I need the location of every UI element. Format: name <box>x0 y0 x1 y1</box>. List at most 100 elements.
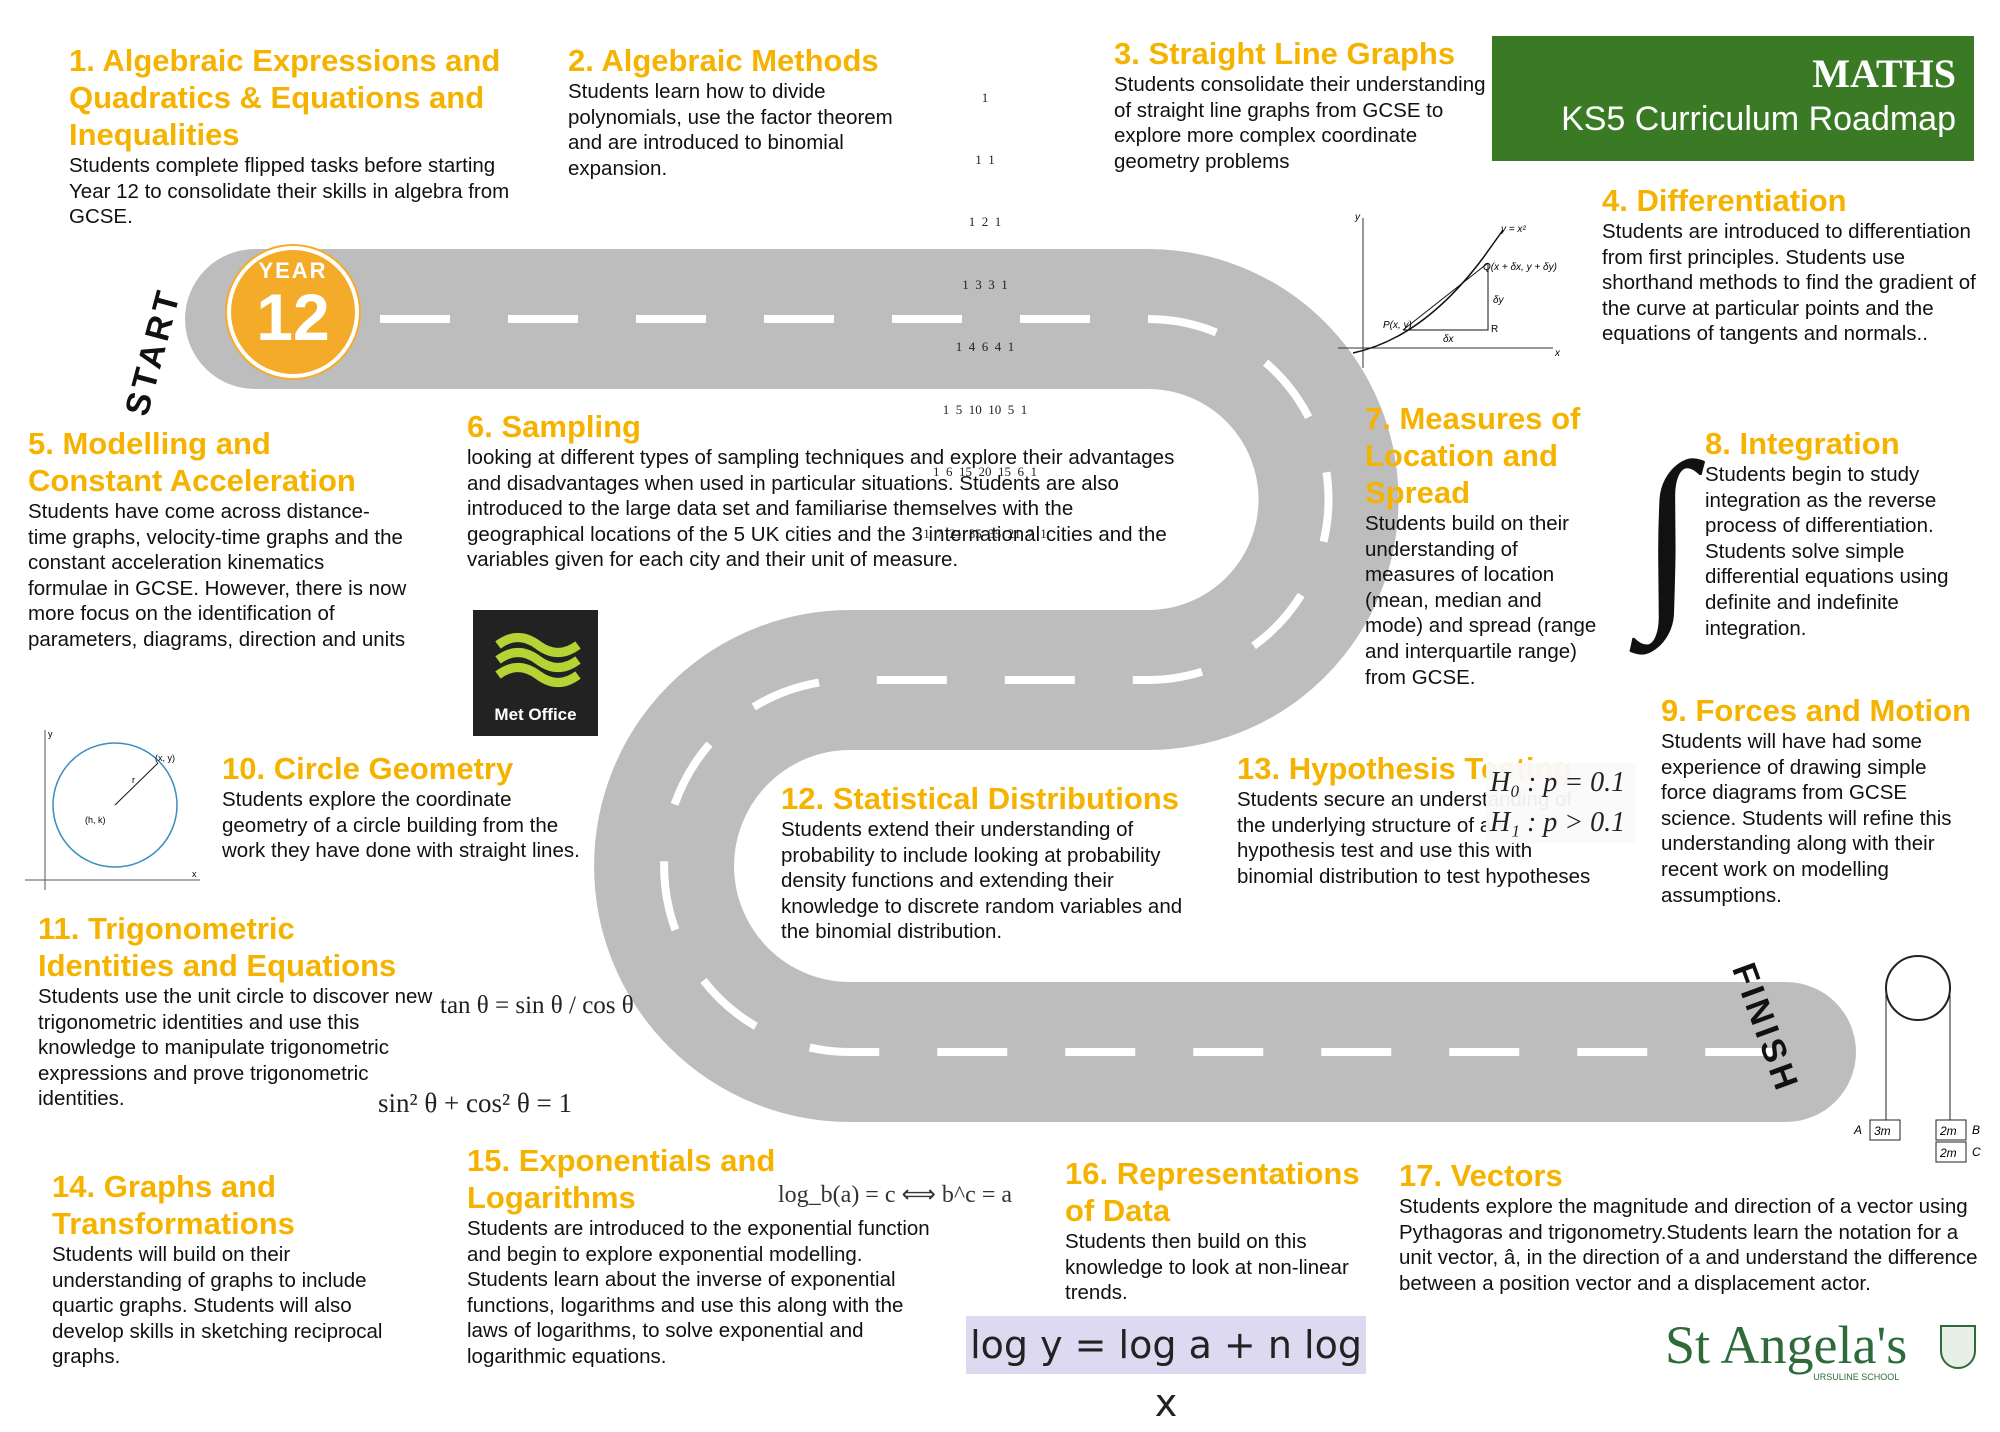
null-hypothesis: H₀ : p = 0.1 <box>1490 767 1626 798</box>
topic-title: 11. Trigonometric Identities and Equatio… <box>38 911 397 983</box>
curve-label: y = x² <box>1500 224 1526 235</box>
topic-1: 1. Algebraic Expressions and Quadratics … <box>69 42 519 230</box>
topic-6: 6. Sampling looking at different types o… <box>467 408 1187 573</box>
topic-body: Students learn how to divide polynomials… <box>568 80 893 180</box>
pulley-diagram: 3m 2m 2m A B C <box>1853 955 1981 1163</box>
school-crest-icon <box>1940 1325 1976 1369</box>
topic-title: 7. Measures of Location and Spread <box>1365 401 1581 510</box>
topic-body: Students extend their understanding of p… <box>781 818 1183 944</box>
log-definition: log_b(a) = c ⟺ b^c = a <box>778 1182 1012 1208</box>
badge-number: 12 <box>256 280 330 354</box>
circle-diagram: (x, y) (h, k) r x y <box>25 729 200 890</box>
mass-b: 2m <box>1939 1124 1957 1138</box>
pascal-row: 1 1 <box>975 151 995 167</box>
y-label: y <box>1354 212 1361 223</box>
topic-title: 12. Statistical Distributions <box>781 781 1179 816</box>
school-logo: St Angela's URSULINE SCHOOL <box>1665 1318 1907 1382</box>
topic-body: Students will have had some experience o… <box>1661 730 1952 907</box>
topic-title: 5. Modelling and Constant Acceleration <box>28 426 356 498</box>
topic-body: Students begin to study integration as t… <box>1705 463 1949 640</box>
alt-hypothesis: H₁ : p > 0.1 <box>1490 807 1626 838</box>
point-p: P(x, y) <box>1383 320 1412 331</box>
pascal-row: 1 6 15 20 15 6 1 <box>933 463 1037 479</box>
label-a: A <box>1853 1123 1862 1137</box>
dx-label: δx <box>1443 334 1455 345</box>
mass-c: 2m <box>1939 1146 1957 1160</box>
label-c: C <box>1972 1145 1981 1159</box>
y-label: y <box>48 729 53 739</box>
topic-body: Students complete flipped tasks before s… <box>69 154 510 229</box>
topic-16: 16. Representations of Data Students the… <box>1065 1155 1385 1306</box>
school-subtitle: URSULINE SCHOOL <box>1813 1372 1900 1382</box>
topic-body: Students are introduced to the exponenti… <box>467 1217 930 1368</box>
centre-label: (h, k) <box>85 815 106 825</box>
pascal-row: 1 4 6 4 1 <box>955 339 1015 355</box>
hypotheses-box: H₀ : p = 0.1 H₁ : p > 0.1 <box>1486 763 1636 843</box>
radius-label: r <box>132 775 135 785</box>
header-banner: MATHS KS5 Curriculum Roadmap <box>1492 36 1974 161</box>
topic-11: 11. Trigonometric Identities and Equatio… <box>38 910 438 1112</box>
subject-title: MATHS <box>1812 51 1956 96</box>
log-linear-formula: log y = log a + n log x <box>966 1316 1366 1425</box>
met-office-text: Met Office <box>494 705 577 724</box>
x-label: x <box>192 869 197 879</box>
differentiation-diagram: y = x² Q(x + δx, y + δy) P(x, y) δy δx R… <box>1338 212 1561 368</box>
year-12-badge: YEAR 12 <box>227 246 359 378</box>
dy-label: δy <box>1493 295 1505 306</box>
topic-title: 6. Sampling <box>467 409 641 444</box>
x-label: x <box>1554 348 1561 359</box>
mass-a: 3m <box>1874 1124 1891 1138</box>
met-office-logo: Met Office <box>473 610 598 736</box>
topic-body: Students explore the coordinate geometry… <box>222 788 580 863</box>
pascal-row: 1 2 1 <box>968 214 1002 230</box>
curve <box>1352 229 1504 354</box>
topic-title: 1. Algebraic Expressions and Quadratics … <box>69 43 501 152</box>
point-label: (x, y) <box>155 753 175 763</box>
pascal-row: 1 <box>981 89 989 105</box>
point-r: R <box>1491 324 1498 335</box>
topic-body: Students have come across distance-time … <box>28 500 407 651</box>
pythagorean-identity: sin² θ + cos² θ = 1 <box>378 1088 573 1118</box>
topic-body: Students then build on this knowledge to… <box>1065 1230 1349 1305</box>
topic-title: 2. Algebraic Methods <box>568 43 879 78</box>
topic-title: 17. Vectors <box>1399 1158 1563 1193</box>
integral-icon: ∫ <box>1640 424 1695 645</box>
pascal-row: 1 7 21 35 35 21 7 1 <box>923 526 1047 542</box>
pascal-row: 1 5 10 10 5 1 <box>942 401 1028 417</box>
topic-body: looking at different types of sampling t… <box>467 446 1175 572</box>
topic-title: 8. Integration <box>1705 426 1900 461</box>
topic-body: Students are introduced to differentiati… <box>1602 220 1976 346</box>
topic-body: Students use the unit circle to discover… <box>38 985 433 1111</box>
topic-title: 9. Forces and Motion <box>1661 693 1972 728</box>
topic-title: 4. Differentiation <box>1602 183 1847 218</box>
topic-title: 3. Straight Line Graphs <box>1114 36 1456 71</box>
point-q: Q(x + δx, y + δy) <box>1483 262 1557 273</box>
pascal-row: 1 3 3 1 <box>962 276 1008 292</box>
topic-title: 10. Circle Geometry <box>222 751 514 786</box>
topic-body: Students consolidate their understanding… <box>1114 73 1486 173</box>
label-b: B <box>1972 1123 1980 1137</box>
badge-year: YEAR <box>258 258 328 283</box>
topic-body: Students explore the magnitude and direc… <box>1399 1195 1978 1295</box>
circle <box>52 742 178 868</box>
topic-title: 15. Exponentials and Logarithms <box>467 1143 776 1215</box>
school-name: St Angela's <box>1665 1315 1908 1375</box>
topic-body: Students build on their understanding of… <box>1365 512 1597 689</box>
topic-title: 16. Representations of Data <box>1065 1156 1360 1228</box>
pascal-triangle: 1 1 1 1 2 1 1 3 3 1 1 4 6 4 1 1 5 10 10 … <box>880 46 1090 566</box>
topic-title: 14. Graphs and Transformations <box>52 1169 295 1241</box>
topic-body: Students will build on their understandi… <box>52 1243 383 1369</box>
